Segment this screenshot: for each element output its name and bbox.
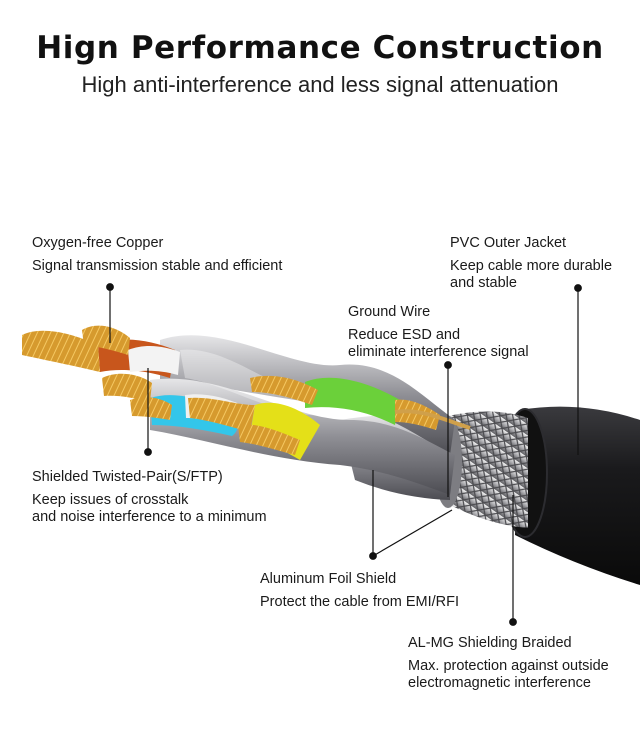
callout-description: Protect the cable from EMI/RFI [260, 594, 460, 610]
callout-title: AL-MG Shielding Braided [408, 635, 572, 651]
callout-description-line1: Keep cable more durable [450, 258, 613, 274]
callout-title: Shielded Twisted-Pair(S/FTP) [32, 469, 223, 485]
callout-title: PVC Outer Jacket [450, 235, 567, 251]
callout-ground-wire: Ground Wire Reduce ESD and eliminate int… [348, 304, 529, 361]
callout-aluminum-foil-shield: Aluminum Foil Shield Protect the cable f… [260, 571, 459, 611]
callout-leaders [106, 283, 582, 626]
ground-wire [394, 409, 471, 430]
callout-shielded-twisted-pair: Shielded Twisted-Pair(S/FTP) Keep issues… [32, 469, 267, 526]
callout-description-line1: Keep issues of crosstalk [32, 492, 189, 508]
page-title: Hign Performance Construction [36, 30, 604, 66]
callout-description-line2: and stable [450, 275, 517, 291]
callout-description-line2: electromagnetic interference [408, 675, 591, 691]
callout-description: Signal transmission stable and efficient [32, 258, 283, 274]
callout-oxygen-free-copper: Oxygen-free Copper Signal transmission s… [32, 235, 282, 275]
callout-description-line2: and noise interference to a minimum [32, 509, 267, 525]
callout-title: Oxygen-free Copper [32, 235, 164, 251]
callout-description-line1: Reduce ESD and [348, 327, 461, 343]
callout-al-mg-shielding-braided: AL-MG Shielding Braided Max. protection … [408, 635, 609, 692]
page-subtitle: High anti-interference and less signal a… [81, 72, 559, 97]
callout-description-line1: Max. protection against outside [408, 658, 609, 674]
callout-description-line2: eliminate interference signal [348, 344, 529, 360]
callout-pvc-outer-jacket: PVC Outer Jacket Keep cable more durable… [450, 235, 612, 292]
oxygen-free-copper-strands [22, 325, 440, 455]
callout-title: Ground Wire [348, 304, 431, 320]
callout-title: Aluminum Foil Shield [260, 571, 397, 587]
